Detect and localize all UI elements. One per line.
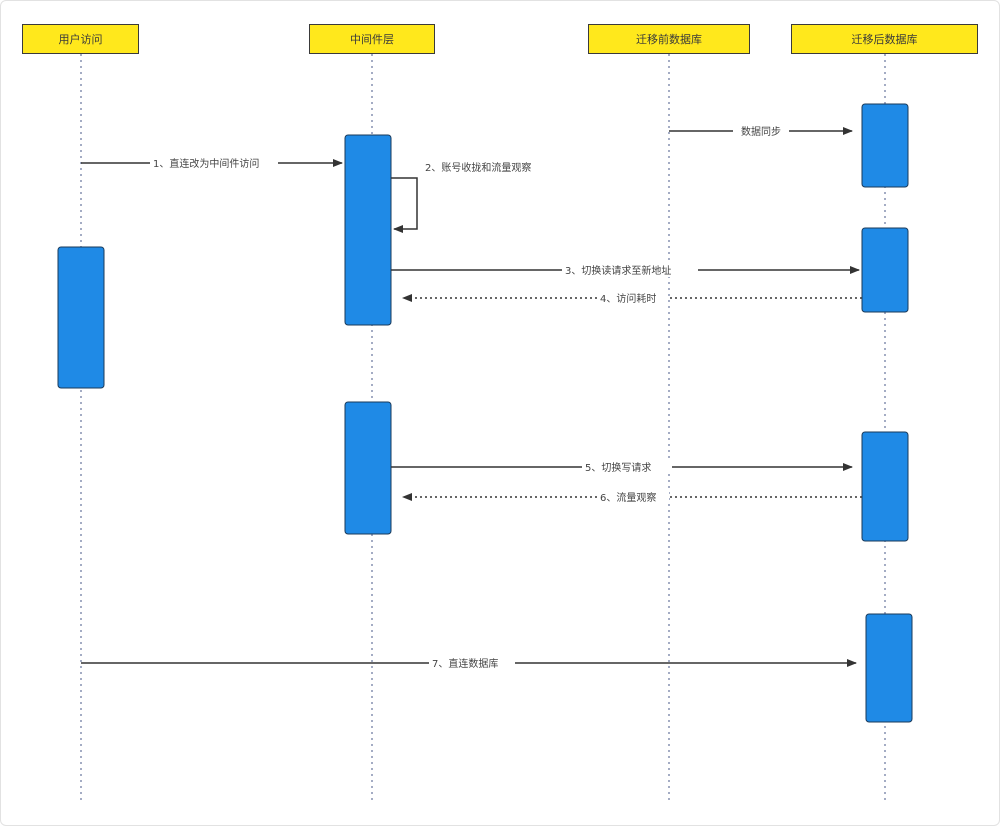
message-data-sync-label: 数据同步: [741, 125, 781, 138]
message-7-label: 7、直连数据库: [432, 657, 498, 670]
activation-middleware-1: [344, 134, 392, 326]
actor-new-db: 迁移后数据库: [791, 24, 978, 54]
activation-middleware-2: [344, 401, 392, 535]
message-3-label: 3、切换读请求至新地址: [565, 264, 671, 277]
activation-new-db-3: [861, 431, 909, 542]
message-6-label: 6、流量观察: [600, 491, 656, 504]
message-2-label: 2、账号收拢和流量观察: [425, 161, 531, 174]
activation-user: [57, 246, 105, 389]
message-1-label: 1、直连改为中间件访问: [153, 157, 259, 170]
activation-new-db-2: [861, 227, 909, 313]
activation-new-db-1: [861, 103, 909, 188]
message-2-self-arrow: [391, 177, 418, 233]
activation-new-db-4: [865, 613, 913, 723]
actor-middleware: 中间件层: [309, 24, 435, 54]
message-5-label: 5、切换写请求: [585, 461, 651, 474]
message-4-label: 4、访问耗时: [600, 292, 656, 305]
actor-user: 用户访问: [22, 24, 139, 54]
actor-old-db: 迁移前数据库: [588, 24, 750, 54]
